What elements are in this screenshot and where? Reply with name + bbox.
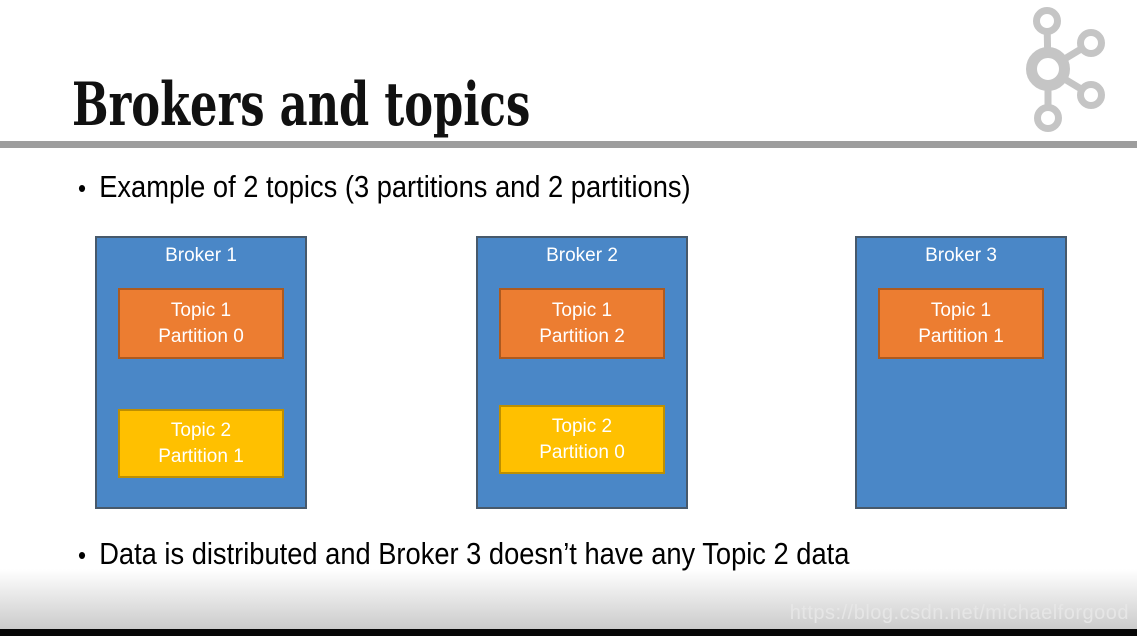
topic-line: Topic 2 bbox=[551, 415, 613, 437]
broker-3-topic1-partition1-box: Topic 1 Partition 1 bbox=[878, 288, 1044, 359]
kafka-logo-icon bbox=[1026, 7, 1105, 132]
bullet-text: Example of 2 topics (3 partitions and 2 … bbox=[99, 169, 691, 204]
topic-line: Topic 1 bbox=[551, 299, 613, 321]
bullet-dot: • bbox=[78, 173, 87, 203]
bullet-example-topics: • Example of 2 topics (3 partitions and … bbox=[78, 168, 691, 207]
watermark-url: https://blog.csdn.net/michaelforgood bbox=[789, 602, 1129, 624]
bullet-text: Data is distributed and Broker 3 doesn’t… bbox=[99, 536, 850, 571]
broker-3-label: Broker 3 bbox=[925, 245, 997, 266]
partition-line: Partition 1 bbox=[918, 325, 1004, 347]
partition-line: Partition 2 bbox=[539, 325, 625, 347]
bullet-data-distributed: • Data is distributed and Broker 3 doesn… bbox=[78, 535, 849, 574]
broker-2-label: Broker 2 bbox=[546, 245, 618, 266]
partition-line: Partition 1 bbox=[158, 445, 244, 467]
partition-line: Partition 0 bbox=[539, 441, 625, 463]
page-title: Brokers and topics bbox=[72, 70, 531, 141]
bullet-dot: • bbox=[78, 540, 87, 570]
topic-line: Topic 1 bbox=[930, 299, 992, 321]
broker-2-box: Broker 2 Topic 1 Partition 2 Topic 2 Par… bbox=[476, 236, 688, 509]
topic-line: Topic 2 bbox=[170, 419, 232, 441]
broker-1-topic1-partition0-box: Topic 1 Partition 0 bbox=[118, 288, 284, 359]
bottom-bar bbox=[0, 629, 1137, 636]
broker-2-topic1-partition2-box: Topic 1 Partition 2 bbox=[499, 288, 665, 359]
broker-2-topic2-partition0-box: Topic 2 Partition 0 bbox=[499, 405, 665, 474]
topic-line: Topic 1 bbox=[170, 299, 232, 321]
broker-1-topic2-partition1-box: Topic 2 Partition 1 bbox=[118, 409, 284, 478]
broker-1-box: Broker 1 Topic 1 Partition 0 Topic 2 Par… bbox=[95, 236, 307, 509]
broker-3-box: Broker 3 Topic 1 Partition 1 bbox=[855, 236, 1067, 509]
broker-1-label: Broker 1 bbox=[165, 245, 237, 266]
partition-line: Partition 0 bbox=[158, 325, 244, 347]
title-divider bbox=[0, 141, 1137, 148]
